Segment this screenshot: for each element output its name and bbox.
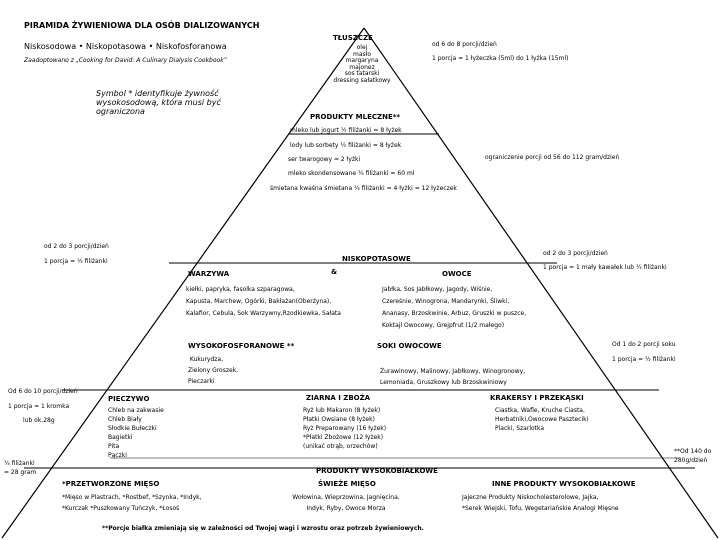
protein-title: PRODUKTY WYSOKOBIAŁKOWE [316,467,438,475]
grains-title: ZIARNA I ZBOŻA [306,394,371,402]
fats-portion-size: 1 porcja = 1 łyżeczka (5ml) do 1 łyżka (… [432,55,569,62]
pyramid-left-edge [1,27,365,539]
juices-portions: Od 1 do 2 porcji soku [612,341,676,348]
dairy-item-cottage: ser twarogowy = 2 łyżki [288,156,361,163]
veg-title: WARZYWA [188,270,230,278]
fruit-title: OWOCE [442,270,472,278]
processed-meat-items: *Mięso w Plastrach, *Rostbef, *Szynka, *… [62,494,202,512]
dairy-item-milk: mleko lub jogurt ½ filiżanki = 8 łyżek [290,127,402,134]
processed-meat-title: *PRZETWORZONE MIĘSO [62,480,160,488]
fresh-meat-title: ŚWIEŻE MIĘSO [318,480,376,488]
high-phosphate-items: Kukurydza, Zielony Groszek, Pieczarki [188,356,239,385]
protein-right-portion: **Od 140 do 280g/dzień [674,448,712,464]
fruit-portion-size: 1 porcja = 1 mały kawałek lub ½ filiżank… [543,264,667,271]
ampersand: & [331,268,338,276]
page-subtitle: Niskosodowa • Niskopotasowa • Niskofosfo… [24,42,227,51]
fresh-meat-items: Wołowina, Wieprzowina, Jagnięcina, Indyk… [292,494,400,512]
page-title: PIRAMIDA ŻYWIENIOWA DLA OSÓB DIALIZOWANY… [24,21,260,30]
fats-items: olej masło margaryna majonez sos tatarsk… [333,44,391,84]
footer-note: **Porcje białka zmieniają się w zależnoś… [102,525,424,532]
juices-title: SOKI OWOCOWE [377,342,442,350]
juices-items: Żurawinowy, Malinowy, Jabłkowy, Winogron… [380,368,526,386]
dairy-limit: ograniczenie porcji od 56 do 112 gram/dz… [485,154,620,161]
juices-portion-size: 1 porcja = ½ filiżanki [612,356,676,363]
dairy-item-icecream: lody lub sorbety ½ filiżanki = 8 łyżek [290,142,402,149]
fats-portions: od 6 do 8 porcji/dzień [432,41,497,48]
crackers-items: Ciastka, Wafle, Kruche Ciasta, Herbatnik… [495,407,589,432]
bread-items: Chleb na zakwasie Chleb Biały Słodkie Bu… [108,407,164,459]
high-phosphate-title: WYSOKOFOSFORANOWE ** [188,342,295,350]
bread-portion-size: 1 porcja = 1 kromka [8,403,70,410]
fats-title: TŁUSZCZE [333,34,373,42]
dairy-title: PRODUKTY MLECZNE** [310,113,401,121]
adapted-note: Zaadoptowano z „Cooking for David: A Cul… [24,57,227,64]
bread-title: PIECZYWO [108,395,150,403]
bread-portions: Od 6 do 10 porcji/dzień [8,388,78,395]
veg-portions: od 2 do 3 porcji/dzień [44,243,109,250]
fruit-portions: od 2 do 3 porcji/dzień [543,250,608,257]
other-protein-items: Jajeczne Produkty Niskocholesterolowe, J… [462,494,619,512]
other-protein-title: INNE PRODUKTY WYSOKOBIAŁKOWE [492,480,636,488]
protein-left-portion: ¼ filiżanki = 28 gram [4,460,37,476]
pyramid-right-edge [363,27,719,539]
symbol-note: Symbol * identyfikuje żywność wysokosodo… [96,89,221,116]
dairy-item-sourcream: śmietana kwaśna śmietana ¼ filiżanki = 4… [270,185,457,192]
veg-items: kiełki, papryka, fasolka szparagowa, Kap… [186,286,341,317]
grains-items: Ryż lub Makaron (8 łyżek) Płatki Owsiane… [303,407,387,450]
bread-weight: lub ok.28g [23,417,55,424]
veg-portion-size: 1 porcja = ½ filiżanki [44,258,108,265]
crackers-title: KRAKERSY I PRZEKĄSKI [490,394,584,402]
low-potassium-title: NISKOPOTASOWE [342,255,411,263]
dairy-item-evaporated: mleko skondensowane ¼ filiżanki = 60 ml [288,170,415,177]
fruit-items: Jabłka, Sos Jabłkowy, Jagody, Wiśnie, Cz… [382,286,527,329]
